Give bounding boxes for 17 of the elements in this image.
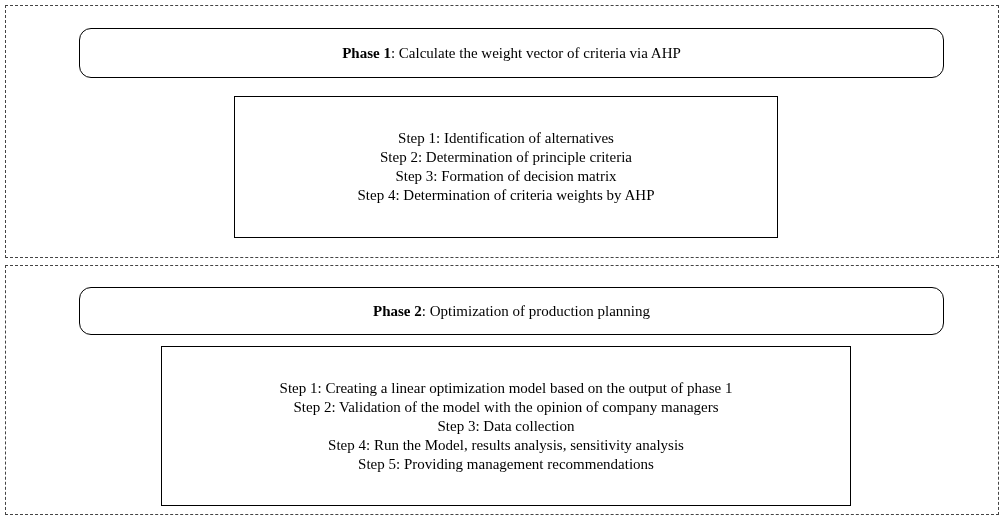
step-text: Step 3: Data collection — [437, 416, 575, 436]
step-text: Step 5: Providing management recommendations — [358, 454, 654, 474]
step-text: Step 2: Validation of the model with the opinion of company managers — [293, 397, 719, 417]
dashed-frame — [5, 5, 999, 258]
steps-box — [234, 96, 778, 238]
steps-box — [161, 346, 851, 506]
phase-box — [79, 28, 944, 78]
step-text: Step 3: Formation of decision matrix — [395, 167, 617, 186]
step-text: Step 2: Determination of principle criteria — [380, 148, 632, 167]
phase-title: Phase 2: Optimization of production planning — [372, 302, 650, 320]
step-text: Step 1: Identification of alternatives — [398, 129, 614, 148]
step-text: Step 4: Run the Model, results analysis, sensitivity analysis — [328, 435, 684, 455]
phase-box — [79, 287, 944, 335]
step-text: Step 4: Determination of criteria weights by AHP — [357, 186, 655, 205]
step-text: Step 1: Creating a linear optimization model based on the output of phase 1 — [279, 378, 733, 398]
phase-title: Phase 1: Calculate the weight vector of criteria via AHP — [342, 44, 681, 62]
dashed-frame — [5, 265, 999, 515]
